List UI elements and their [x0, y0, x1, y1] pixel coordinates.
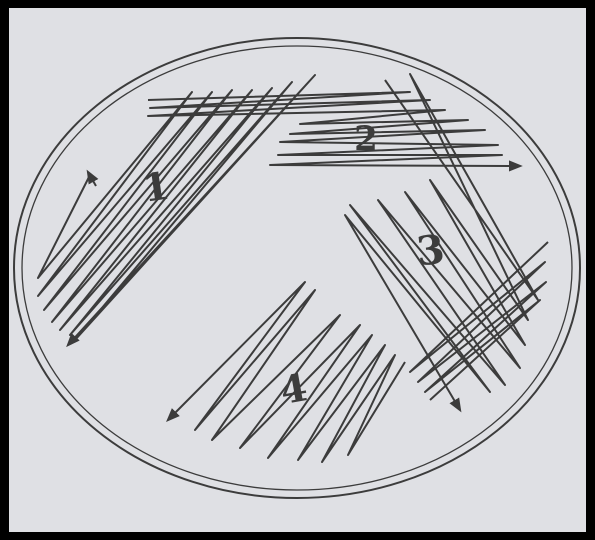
section-1-label: 1: [140, 163, 172, 211]
section-2-label: 2: [354, 119, 378, 159]
section-1-start-arrow: [88, 172, 96, 186]
section-3-label: 3: [414, 226, 447, 276]
